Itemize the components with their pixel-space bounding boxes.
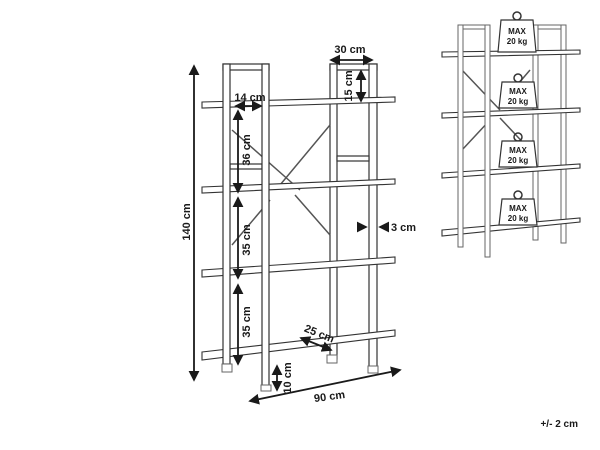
- depth-label: 30 cm: [334, 44, 365, 56]
- weight-kg-label: 20 kg: [508, 97, 529, 106]
- main-shelf-drawing: 140 cm 30 cm 15 cm 14 cm 36 cm 35 cm 35 …: [181, 44, 416, 405]
- width-label: 90 cm: [313, 389, 346, 405]
- weight-kg-label: 20 kg: [507, 37, 528, 46]
- weight-max-label: MAX: [509, 204, 527, 213]
- clearance-label: 10 cm: [282, 362, 294, 393]
- shelf-depth-dim-line: [299, 336, 333, 352]
- width-dim-line: [248, 366, 402, 405]
- gap-bottom-label: 35 cm: [241, 306, 253, 337]
- weight-kg-label: 20 kg: [508, 214, 529, 223]
- weight-kg-label: 20 kg: [508, 156, 529, 165]
- load-shelf-2: [441, 107, 581, 119]
- height-label: 140 cm: [181, 203, 193, 241]
- weight-max-label: MAX: [508, 27, 526, 36]
- shelf-2: [201, 178, 396, 194]
- inset-label: 14 cm: [234, 92, 265, 104]
- top-post-label: 15 cm: [343, 70, 355, 101]
- load-diagram: MAX 20 kg MAX 20 kg MAX 20 kg MAX 20 kg: [441, 11, 581, 258]
- weight-icon: MAX 20 kg: [497, 11, 537, 53]
- side-rail: [336, 155, 370, 162]
- gap-mid-label: 35 cm: [241, 224, 253, 255]
- weight-icon: MAX 20 kg: [498, 73, 538, 109]
- back-frame: [326, 63, 379, 374]
- weight-icon: MAX 20 kg: [498, 132, 538, 168]
- weight-icon: MAX 20 kg: [498, 190, 538, 226]
- shelf-1: [201, 96, 396, 109]
- gap-top-label: 36 cm: [241, 134, 253, 165]
- weight-max-label: MAX: [509, 87, 527, 96]
- shelf-3: [201, 256, 396, 278]
- shelf-4: [201, 329, 396, 361]
- tolerance-note: +/- 2 cm: [540, 419, 578, 430]
- weight-max-label: MAX: [509, 146, 527, 155]
- post-width-label: 3 cm: [391, 222, 416, 234]
